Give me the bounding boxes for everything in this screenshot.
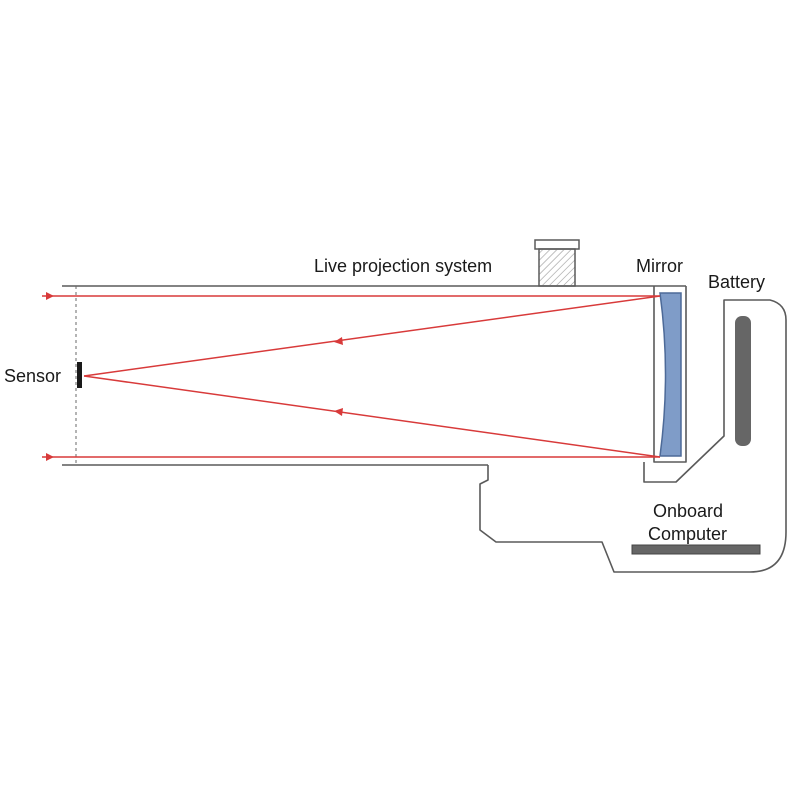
onboard-computer <box>631 544 761 555</box>
battery-label: Battery <box>708 272 765 292</box>
mirror-label: Mirror <box>636 256 683 276</box>
sensor-label: Sensor <box>4 366 61 386</box>
ray-arrow-upper-reflect <box>334 337 343 345</box>
live-projection-label: Live projection system <box>314 256 492 276</box>
live-projection-system <box>534 239 580 287</box>
ray-arrow-bottom-in <box>46 453 54 461</box>
sensor <box>77 362 82 388</box>
onboard-label-line2: Computer <box>648 524 727 544</box>
body-outline <box>479 299 787 573</box>
ray-arrow-top-in <box>46 292 54 300</box>
mirror-housing <box>653 286 687 463</box>
mirror <box>659 292 682 457</box>
onboard-label-line1: Onboard <box>653 501 723 521</box>
light-rays <box>42 292 661 461</box>
ray-arrow-lower-reflect <box>334 408 343 416</box>
battery <box>735 316 751 446</box>
